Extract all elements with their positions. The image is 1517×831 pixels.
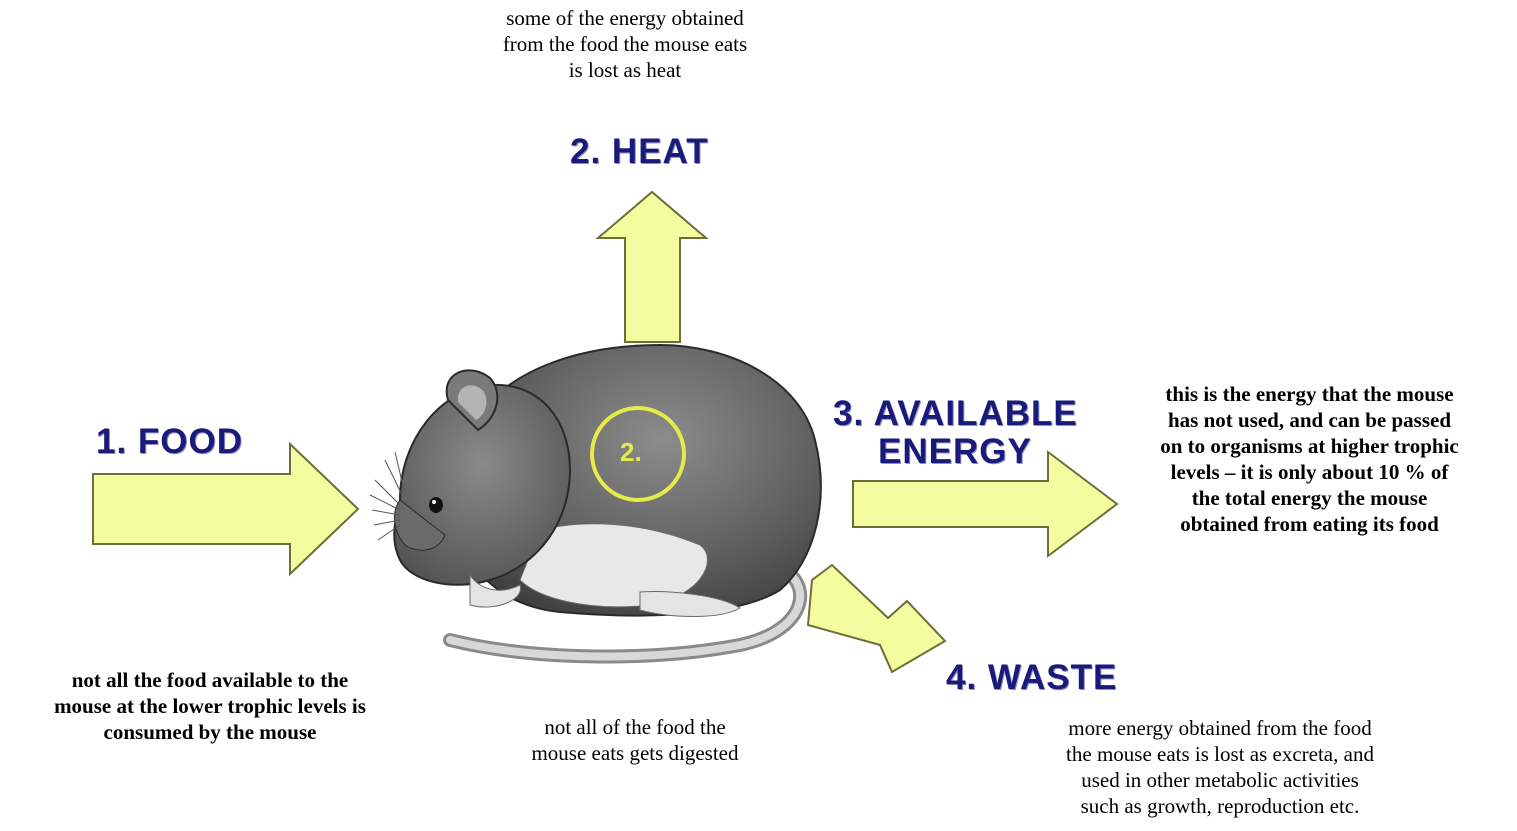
heat-description-line: from the food the mouse eats: [440, 31, 810, 57]
waste-description-line: the mouse eats is lost as excreta, and: [1010, 741, 1430, 767]
available-label-line2: ENERGY: [878, 432, 1032, 472]
digestion-description-line: not all of the food the: [480, 714, 790, 740]
waste-description-line: more energy obtained from the food: [1010, 715, 1430, 741]
food-description-line: mouse at the lower trophic levels is: [0, 693, 420, 719]
food-arrow: [93, 444, 358, 574]
heat-description-line: is lost as heat: [440, 57, 810, 83]
food-label: 1. FOOD: [96, 422, 243, 462]
heat-description: some of the energy obtained from the foo…: [440, 5, 810, 83]
heat-description-line: some of the energy obtained: [440, 5, 810, 31]
mouse-illustration: [370, 345, 821, 656]
waste-arrow: [808, 565, 945, 672]
digestion-description: not all of the food the mouse eats gets …: [480, 714, 790, 766]
food-description: not all the food available to the mouse …: [0, 667, 420, 745]
available-description: this is the energy that the mouse has no…: [1112, 381, 1507, 537]
available-description-line: obtained from eating its food: [1112, 511, 1507, 537]
food-description-line: not all the food available to the: [0, 667, 420, 693]
available-description-line: has not used, and can be passed: [1112, 407, 1507, 433]
digestion-description-line: mouse eats gets digested: [480, 740, 790, 766]
waste-description-line: such as growth, reproduction etc.: [1010, 793, 1430, 819]
heat-label: 2. HEAT: [570, 132, 709, 172]
waste-description: more energy obtained from the food the m…: [1010, 715, 1430, 819]
heat-arrow: [598, 192, 706, 342]
waste-label: 4. WASTE: [946, 658, 1117, 698]
food-description-line: consumed by the mouse: [0, 719, 420, 745]
heat-marker-label: 2.: [620, 437, 642, 468]
waste-description-line: used in other metabolic activities: [1010, 767, 1430, 793]
available-description-line: levels – it is only about 10 % of: [1112, 459, 1507, 485]
available-description-line: this is the energy that the mouse: [1112, 381, 1507, 407]
available-description-line: on to organisms at higher trophic: [1112, 433, 1507, 459]
available-label-line1: 3. AVAILABLE: [833, 394, 1078, 434]
available-description-line: the total energy the mouse: [1112, 485, 1507, 511]
